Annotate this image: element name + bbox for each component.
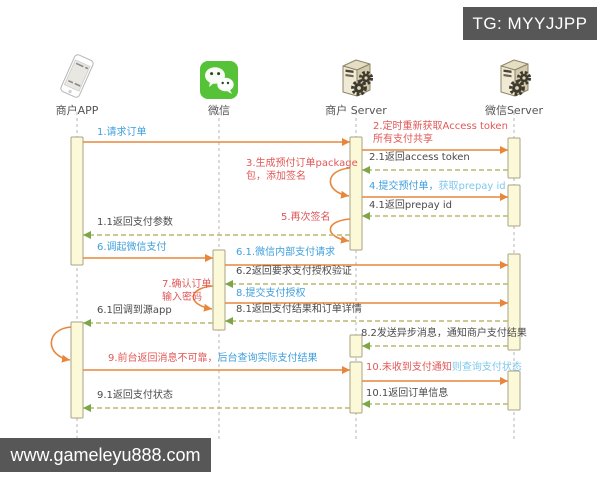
activation-bar xyxy=(212,249,226,331)
message-8.1-label: 8.1返回支付结果和订单详情 xyxy=(236,304,362,315)
activation-bar xyxy=(70,136,84,266)
message-9-loop-self-arrow xyxy=(50,326,72,363)
smartphone-icon xyxy=(57,52,97,100)
message-6.2-label: 6.2返回要求支付授权验证 xyxy=(236,266,352,277)
activation-bar xyxy=(507,370,521,411)
server-icon xyxy=(335,52,377,100)
message-7-label: 7.确认订单输入密码 xyxy=(162,279,212,303)
actor-label: 微信Server xyxy=(484,104,544,117)
server-icon xyxy=(493,52,535,100)
actor-merchant-app: 商户APP xyxy=(39,52,115,118)
message-9.1-label: 9.1返回支付状态 xyxy=(97,390,173,401)
activation-bar xyxy=(507,184,521,227)
message-5-label: 5.再次签名 xyxy=(281,212,331,223)
activation-bar xyxy=(70,321,84,419)
message-8.2-label: 8.2发送异步消息，通知商户支付结果 xyxy=(361,328,527,339)
message-8-label: 8.提交支付授权 xyxy=(236,288,306,299)
actor-label: 商户APP xyxy=(55,104,99,117)
wechat-icon xyxy=(199,52,239,100)
message-5-self-arrow xyxy=(329,218,351,244)
message-4.1-label: 4.1返回prepay id xyxy=(369,200,452,211)
message-2.1-label: 2.1返回access token xyxy=(369,152,470,163)
message-6-label: 6.调起微信支付 xyxy=(97,242,167,253)
message-4-label: 4.提交预付单，获取prepay id xyxy=(369,181,506,192)
message-3-self-arrow xyxy=(329,167,351,199)
actor-label: 微信 xyxy=(208,104,230,117)
message-1.1-label: 1.1返回支付参数 xyxy=(97,217,173,228)
message-6.1b-label: 6.1回调到源app xyxy=(97,305,172,316)
message-10-label: 10.未收到支付通知则查询支付状态 xyxy=(366,362,522,373)
message-1-label: 1.请求订单 xyxy=(97,127,147,138)
activation-bar xyxy=(349,361,363,414)
watermark-banner: www.gameleyu888.com xyxy=(0,438,211,472)
activation-bar xyxy=(507,137,521,179)
actor-label: 商户 Server xyxy=(325,104,387,117)
tg-banner: TG: MYYJJPP xyxy=(463,7,597,40)
actor-wechat-server: 微信Server xyxy=(476,52,552,118)
activation-bar xyxy=(349,136,363,251)
actor-wechat: 微信 xyxy=(181,52,257,118)
message-10.1-label: 10.1返回订单信息 xyxy=(366,388,449,399)
message-9-label: 9.前台返回消息不可靠，后台查询实际支付结果 xyxy=(108,353,318,364)
actor-merchant-server: 商户 Server xyxy=(318,52,394,118)
message-7-self-arrow xyxy=(192,285,214,312)
message-6.1-label: 6.1.微信内部支付请求 xyxy=(236,247,336,258)
activation-bar xyxy=(507,253,521,351)
